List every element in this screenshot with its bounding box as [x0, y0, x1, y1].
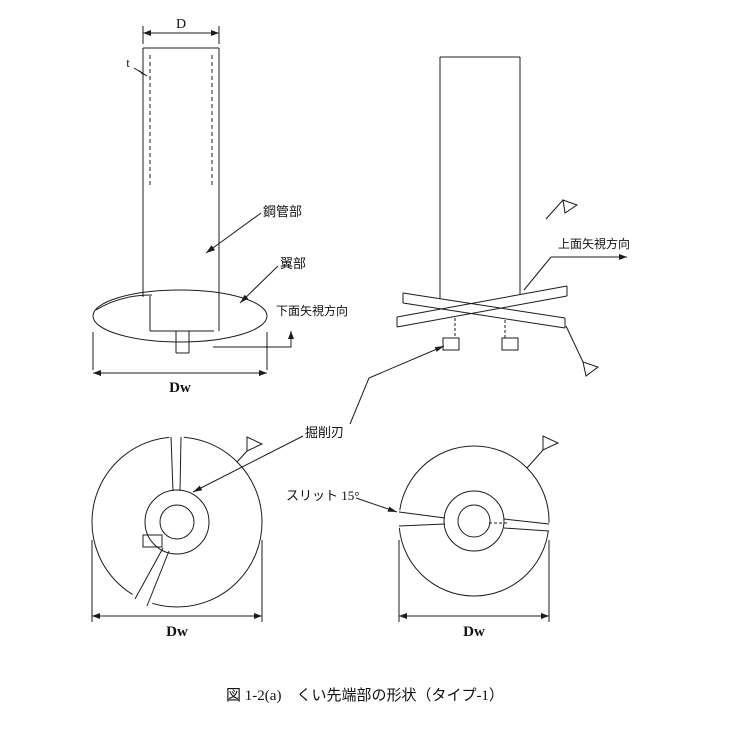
section-flag-bottom-right [565, 325, 600, 377]
excavation-blade-label: 掘削刃 [305, 425, 344, 440]
steel-pipe-label: 鋼管部 [263, 204, 302, 219]
pipe-inner-ring [159, 504, 195, 540]
slit-callout: スリット 15° [286, 488, 398, 513]
pipe-outer-ring [144, 489, 210, 555]
blade-tab-left [442, 337, 460, 351]
figure-caption: 図 1-2(a) くい先端部の形状（タイプ-1） [226, 687, 504, 704]
wing-label: 翼部 [280, 256, 306, 271]
top-view-direction-label: 上面矢視方向 [558, 236, 630, 251]
wing-outline [92, 289, 268, 343]
dw-dimension-side: Dw [92, 332, 268, 396]
wall-thickness-label: t [126, 55, 130, 70]
dw-dimension-bottom: Dw [91, 540, 263, 640]
pipe-outer-ring-top [443, 490, 505, 552]
left-side-view: D t 鋼管部 翼部 [92, 17, 348, 396]
pipe-diameter-label: D [176, 17, 186, 32]
t-thickness-mark: t [126, 55, 148, 77]
section-flag-top-view [526, 435, 560, 469]
wing-diameter-label-bottom: Dw [166, 624, 188, 640]
slit-angle-label: スリット 15° [286, 488, 359, 503]
top-view-circle: スリット 15° Dw [286, 435, 560, 640]
bottom-view-direction-label: 下面矢視方向 [276, 303, 348, 318]
bottom-view-circle: Dw [91, 434, 264, 640]
bottom-view-direction-arrow: 下面矢視方向 [213, 303, 348, 348]
right-side-view: 上面矢視方向 [396, 56, 630, 377]
d-dimension: D [142, 17, 220, 44]
wing-diameter-label-top: Dw [463, 624, 485, 640]
section-flag-bottom-view [236, 436, 264, 463]
blade-plan [142, 534, 163, 548]
helical-wing [92, 289, 268, 354]
wing-callout: 翼部 [239, 256, 306, 304]
section-flag-staff-top [545, 199, 564, 220]
steel-pipe-callout: 鋼管部 [205, 204, 302, 254]
wing-strips [396, 285, 568, 329]
wing-diameter-label-side: Dw [169, 380, 191, 396]
section-flag-top [562, 199, 579, 214]
wing-spiral-edge [95, 294, 153, 311]
top-view-direction-arrow: 上面矢視方向 [523, 199, 630, 291]
blade-tab-right [501, 337, 519, 351]
excavation-blade-callout: 掘削刃 [192, 345, 445, 493]
dw-dimension-top: Dw [398, 540, 550, 640]
pipe-inner-ring-top [457, 504, 491, 538]
